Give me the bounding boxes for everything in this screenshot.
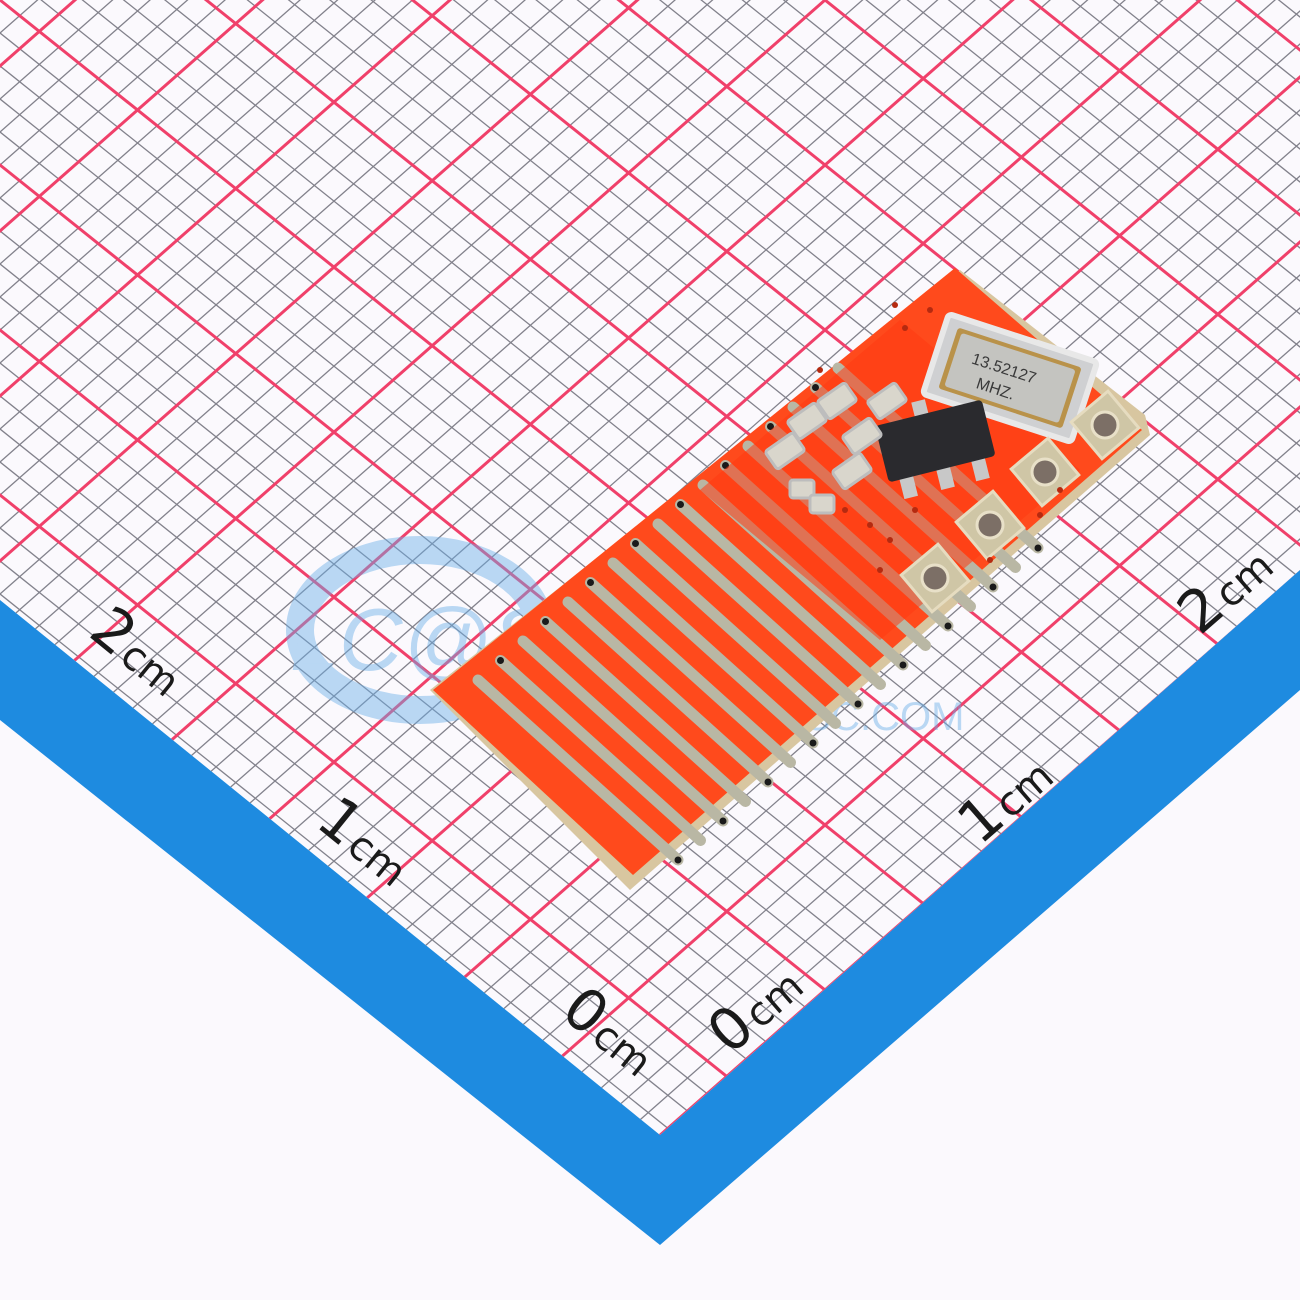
ruler-band-right	[660, 570, 1300, 1245]
ruler-band-left	[0, 600, 660, 1245]
solder-pads	[899, 389, 1141, 614]
pcb-module: 13.52127 MHZ.	[430, 268, 1150, 890]
vias	[817, 302, 1063, 573]
crystal-oscillator: 13.52127 MHZ.	[920, 311, 1100, 445]
passive-components	[764, 381, 908, 515]
ic-chip	[875, 399, 995, 500]
